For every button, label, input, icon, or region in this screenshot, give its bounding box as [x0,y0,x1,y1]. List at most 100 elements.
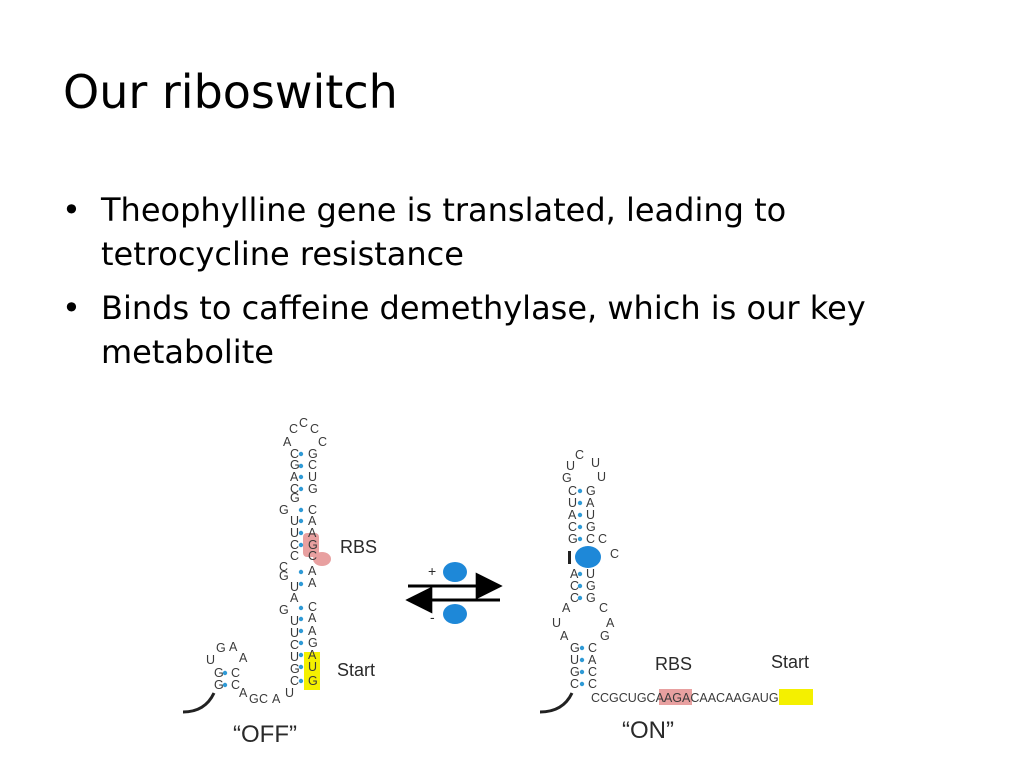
off-structure [182,533,331,714]
base-pair-dot [577,500,583,506]
nucleotide: U [290,614,299,628]
nucleotide: C [299,416,308,430]
on-structure [539,546,813,714]
nucleotide: C [588,677,597,691]
nucleotide: C [568,484,577,498]
nucleotide: A [606,616,615,630]
plus-sign: + [428,563,436,579]
nucleotide: C [279,560,288,574]
nucleotide: C [310,422,319,436]
base-pair-dot [579,681,585,687]
nucleotide: C [318,435,327,449]
base-pair-dot [298,605,304,611]
nucleotide: A [308,576,317,590]
nucleotide: U [570,653,579,667]
nucleotide: C [588,665,597,679]
off-caption: “OFF” [233,721,297,748]
seq-rbs-part: AAG [656,691,682,705]
nucleotide: C [599,601,608,615]
nucleotide: C [570,579,579,593]
base-pair-dot [298,664,304,670]
nucleotide: G [214,678,224,692]
on-start-highlight [779,689,813,705]
on-start-label: Start [771,652,809,672]
base-pair-dot [298,616,304,622]
on-backbone-tail [539,692,574,714]
nucleotide: U [591,456,600,470]
nucleotide: A [308,611,317,625]
base-pair-dot [298,652,304,658]
nucleotide: G [214,666,224,680]
base-pair-dot [298,507,304,513]
nucleotide: G [568,532,578,546]
base-pair-dot [298,486,304,492]
nucleotide: U [552,616,561,630]
nucleotide: C [570,677,579,691]
base-pair-dot [577,512,583,518]
off-rbs-label: RBS [340,537,377,557]
nucleotide: A [290,591,299,605]
seq-part: CCGCUGC [591,691,656,705]
nucleotide: C [308,549,317,563]
nucleotide: G [249,692,259,706]
nucleotide: C [290,538,299,552]
nucleotide: A [308,648,317,662]
nucleotide: C [289,422,298,436]
nucleotide: U [206,653,215,667]
off-rbs-highlight [303,533,319,557]
base-pair-dot [298,530,304,536]
nucleotide: U [285,686,294,700]
nucleotide: A [290,470,299,484]
off-start-label: Start [337,660,375,680]
nucleotide: A [239,686,248,700]
nucleotide: A [568,508,577,522]
nucleotide: A [562,601,571,615]
nucleotide: U [290,650,299,664]
nucleotide: C [308,600,317,614]
base-pair-dot [579,669,585,675]
on-rbs-label: RBS [655,654,692,674]
nucleotide: C [575,448,584,462]
nucleotide: A [308,526,317,540]
nucleotide: C [290,447,299,461]
base-pair-dot [577,524,583,530]
nucleotide: A [570,567,579,581]
nucleotide: U [568,496,577,510]
nucleotide: C [308,458,317,472]
base-pair-dot [298,542,304,548]
ligand-plus-icon [443,562,467,582]
nucleotide: C [290,549,299,563]
nucleotide: A [308,514,317,528]
base-pair-dot [577,488,583,494]
nucleotide: U [290,580,299,594]
nucleotide: G [586,520,596,534]
base-pair-dot [298,518,304,524]
nucleotide: G [562,471,572,485]
on-sequence: CCGCUGCAAGACAACAAGAUG [591,691,779,705]
seq-part: ACAACAAG [682,691,751,705]
nucleotide: G [570,665,580,679]
bullet-item: •Theophylline gene is translated, leadin… [62,191,787,273]
nucleotide: C [290,638,299,652]
minus-sign: - [430,609,435,625]
nucleotide: C [568,520,577,534]
nucleotide: C [610,547,619,561]
nucleotide: C [598,532,607,546]
nucleotide: G [279,603,289,617]
nucleotide: C [586,532,595,546]
nucleotide: G [308,538,318,552]
nucleotide: A [229,640,238,654]
bullet-list: •Theophylline gene is translated, leadin… [62,188,942,384]
base-pair-dot [222,682,228,688]
nucleotide: C [231,678,240,692]
slide-title: Our riboswitch [63,65,398,119]
base-pair-dot [298,628,304,634]
base-pair-dot [298,569,304,575]
nucleotide: A [308,624,317,638]
nucleotide: C [290,482,299,496]
base-pair-dot [222,670,228,676]
base-pair-dot [577,536,583,542]
nucleotide: U [290,526,299,540]
nucleotide: C [231,666,240,680]
